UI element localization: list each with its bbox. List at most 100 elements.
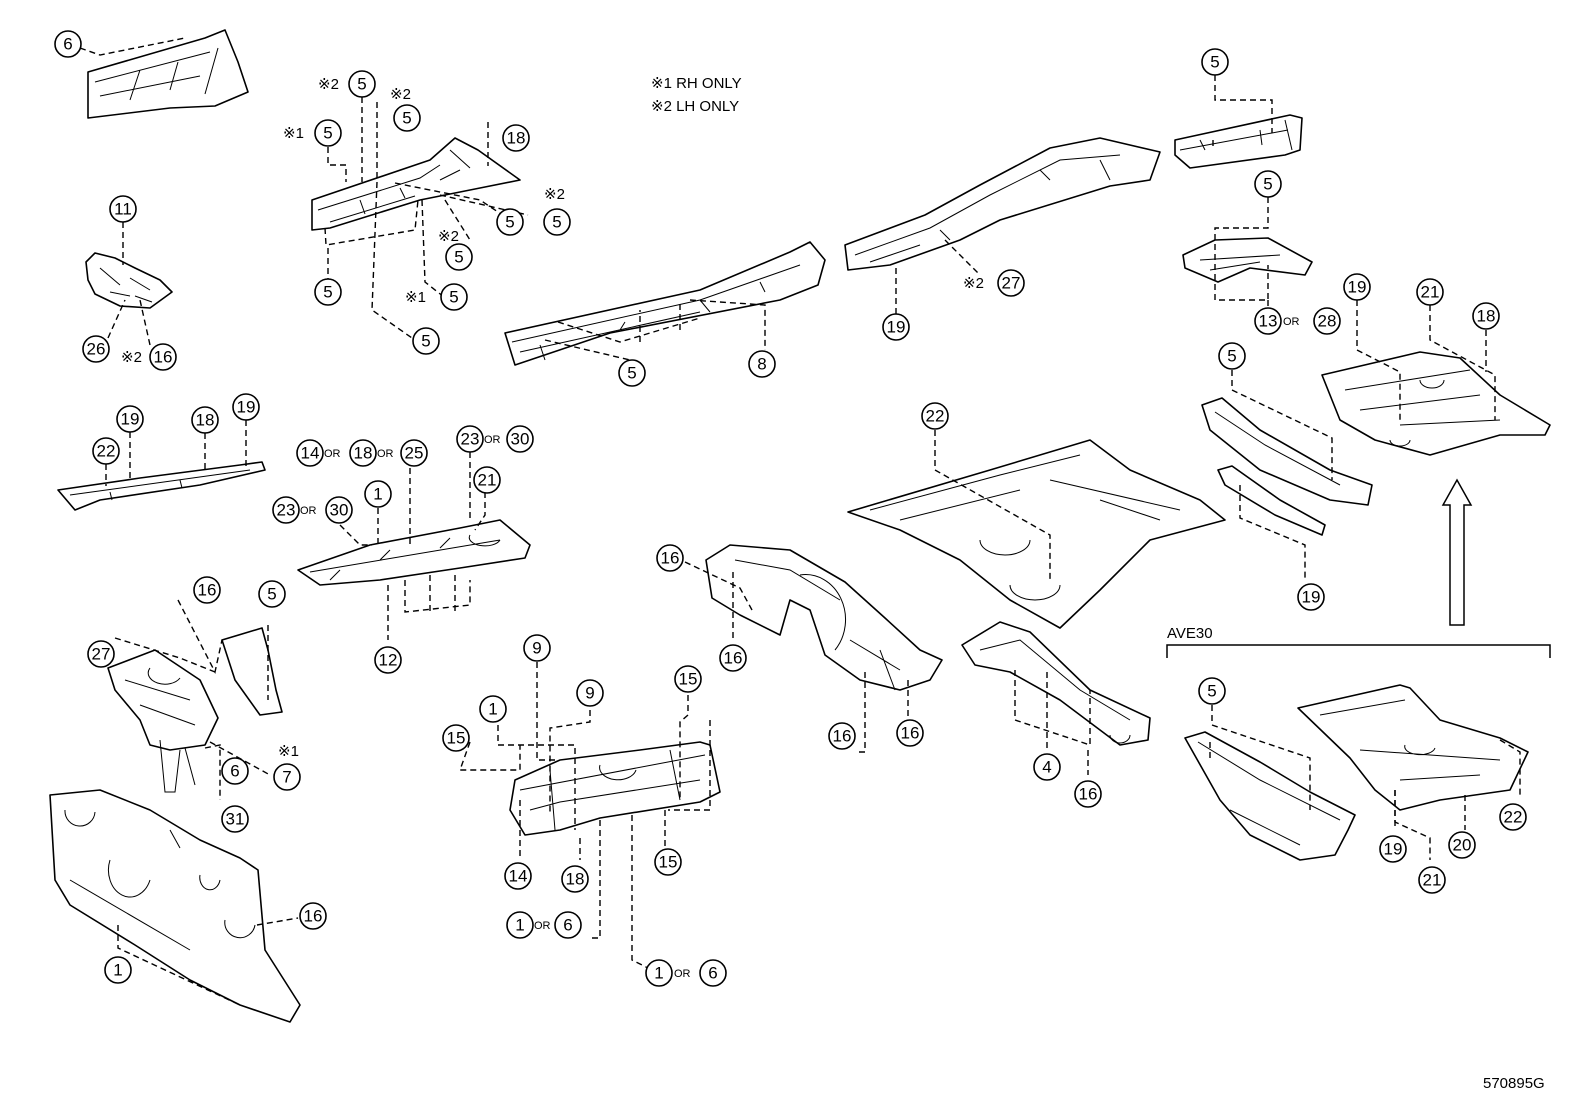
callout-5-cowl: 5 [258,580,286,608]
callout-1-floor: 1 [364,480,392,508]
svg-text:6: 6 [63,35,72,54]
callout-16-dash: 16 [299,902,327,930]
mark-lh-6: ※2 [963,275,984,292]
callout-16-wheelhouse-top: 16 [656,544,684,572]
svg-text:21: 21 [478,471,497,490]
or-14-18: OR [324,448,341,460]
svg-text:16: 16 [833,727,852,746]
svg-text:8: 8 [757,355,766,374]
callout-1-dash: 1 [104,956,132,984]
part-rear-crossmember-upper [1201,397,1373,536]
svg-text:5: 5 [323,124,332,143]
or-1-6-lower: OR [674,968,691,980]
callout-23-top: 23 [456,425,484,453]
svg-text:11: 11 [114,200,132,219]
callout-12: 12 [374,646,402,674]
callout-4: 4 [1033,753,1061,781]
callout-18-upper: 18 [502,124,530,152]
callout-7: 7 [273,763,301,791]
callout-5-rh-lower: 5 [440,283,468,311]
callout-21-rear-floor: 21 [1416,278,1444,306]
part-rear-floor-side-member [961,621,1151,746]
callout-5-crossmember: 5 [1218,342,1246,370]
svg-text:23: 23 [277,501,296,520]
callout-15-bottom: 15 [654,848,682,876]
part-front-side-member [311,137,521,231]
svg-text:16: 16 [724,649,743,668]
callout-19-rail-right: 19 [232,393,260,421]
callout-19-rail-left: 19 [116,405,144,433]
callout-22-rear-floor: 22 [921,402,949,430]
part-wheel-housing [705,544,943,691]
svg-text:30: 30 [330,501,349,520]
svg-text:13: 13 [1259,312,1278,331]
note-lh-only: ※2 LH ONLY [651,98,739,115]
part-rear-floor-crossmember [1182,237,1313,283]
callout-16-wheelhouse-left: 16 [719,644,747,672]
svg-text:6: 6 [563,916,572,935]
or-23-30-left: OR [300,505,317,517]
svg-text:14: 14 [301,444,320,463]
callout-22-rail: 22 [92,437,120,465]
svg-text:5: 5 [323,283,332,302]
svg-text:16: 16 [1079,785,1098,804]
callout-18-floor: 18 [349,439,377,467]
part-front-rail-upper [87,29,249,119]
callout-23-left: 23 [272,496,300,524]
or-23-30-top: OR [484,434,501,446]
svg-text:5: 5 [627,364,636,383]
svg-text:21: 21 [1421,283,1440,302]
callout-20: 20 [1448,831,1476,859]
svg-text:22: 22 [1504,808,1523,827]
svg-text:19: 19 [237,398,256,417]
or-13-28: OR [1283,316,1300,328]
part-front-floor-pan [297,519,531,586]
callout-19-rear-floor: 19 [1343,273,1371,301]
svg-text:30: 30 [511,430,530,449]
callout-27-center: 27 [997,269,1025,297]
callout-25: 25 [400,439,428,467]
callout-6-cowl: 6 [221,757,249,785]
svg-text:5: 5 [1227,347,1236,366]
svg-text:9: 9 [585,684,594,703]
or-1-6-upper: OR [534,920,551,932]
callout-30-top: 30 [506,425,534,453]
note-rh-only: ※1 RH ONLY [651,75,742,92]
svg-text:5: 5 [505,213,514,232]
svg-text:5: 5 [357,75,366,94]
callout-9-mid: 9 [576,679,604,707]
mark-lh-4: ※2 [438,228,459,245]
svg-text:19: 19 [887,318,906,337]
svg-text:15: 15 [659,853,678,872]
svg-text:18: 18 [507,129,526,148]
svg-text:27: 27 [1002,274,1021,293]
drawing-number: 570895G [1483,1075,1545,1092]
callout-5-mid: 5 [496,208,524,236]
svg-text:18: 18 [354,444,373,463]
mark-lh-5: ※2 [121,349,142,366]
svg-text:1: 1 [373,485,382,504]
callout-31: 31 [221,805,249,833]
callout-1-or-6-lower: 1 [645,959,673,987]
callout-6-lower: 6 [699,959,727,987]
part-floor-side-rail [57,461,266,511]
callout-22-ave30: 22 [1499,803,1527,831]
part-cowl-side-panel [107,627,283,793]
callout-1-or-6-upper: 1 [506,911,534,939]
svg-text:14: 14 [509,867,528,886]
callout-16-wheelhouse-bottom-left: 16 [828,722,856,750]
part-rear-floor-main [847,439,1226,629]
svg-text:16: 16 [661,549,680,568]
svg-text:19: 19 [121,410,140,429]
part-floor-side-member [844,137,1161,271]
callout-11: 11 [109,195,137,223]
part-ave30-rear-crossmember [1184,731,1356,861]
callout-14-floor: 14 [296,439,324,467]
svg-text:5: 5 [1207,682,1216,701]
callout-5-lh-top: 5 [348,70,376,98]
mark-rh-2: ※1 [405,289,426,306]
or-18-25: OR [377,448,394,460]
svg-text:1: 1 [515,916,524,935]
callout-6-upper: 6 [554,911,582,939]
